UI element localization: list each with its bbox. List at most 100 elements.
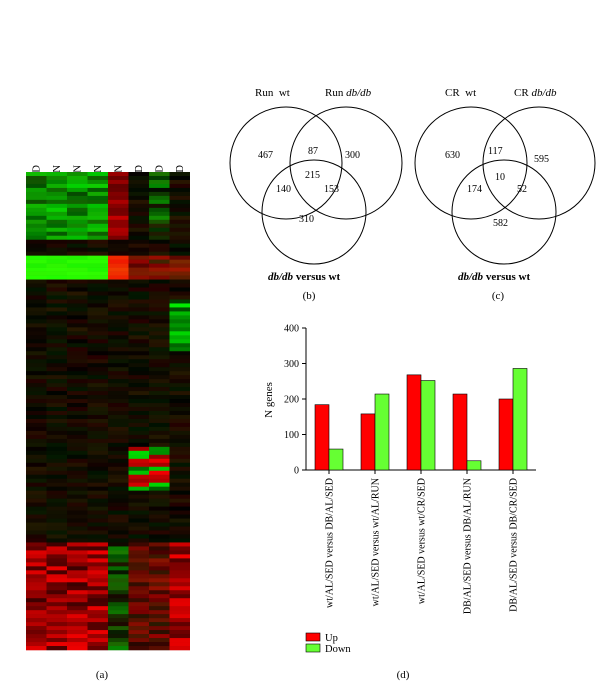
heatmap-cell: [108, 514, 129, 519]
heatmap-cell: [128, 335, 149, 340]
heatmap-cell: [46, 450, 67, 456]
heatmap-cell: [46, 614, 67, 619]
heatmap-cell: [108, 538, 129, 543]
heatmap-cell: [46, 546, 67, 551]
legend-label-down: Down: [325, 644, 351, 655]
heatmap-cell: [149, 287, 170, 292]
heatmap-cell: [108, 542, 129, 547]
heatmap-cell: [128, 387, 149, 392]
heatmap-cell: [108, 275, 129, 280]
heatmap-cell: [87, 407, 108, 412]
heatmap-cell: [26, 351, 47, 356]
heatmap-cell: [128, 546, 149, 551]
heatmap-cell: [67, 191, 88, 197]
heatmap-cell: [87, 638, 108, 643]
heatmap-cell: [67, 179, 88, 185]
heatmap-cell: [149, 311, 170, 316]
venn-c-circle-left: [414, 106, 528, 220]
heatmap-cell: [169, 418, 190, 424]
heatmap-cell: [169, 582, 190, 587]
heatmap-cell: [128, 470, 149, 476]
heatmap-cell: [26, 638, 47, 643]
heatmap-cell: [67, 323, 88, 328]
heatmap-cell: [149, 231, 170, 237]
y-tick-label: 200: [284, 395, 299, 406]
heatmap-cell: [108, 582, 129, 587]
heatmap-cell: [108, 371, 129, 376]
heatmap-cell: [108, 466, 129, 472]
heatmap-cell: [46, 646, 67, 651]
heatmap-cell: [169, 454, 190, 460]
heatmap-cell: [67, 235, 88, 241]
heatmap-cell: [26, 371, 47, 376]
heatmap-cell: [108, 267, 129, 272]
heatmap-cell: [149, 446, 170, 452]
heatmap-cell: [67, 646, 88, 651]
heatmap-cell: [67, 243, 88, 248]
heatmap-cell: [87, 239, 108, 244]
heatmap-cell: [46, 434, 67, 440]
heatmap-cell: [87, 590, 108, 595]
x-tick-label: wt/AL/SED versus DB/AL/SED: [325, 478, 336, 608]
heatmap-cell: [169, 347, 190, 352]
heatmap-cell: [26, 586, 47, 591]
heatmap-cell: [108, 287, 129, 292]
heatmap-cell: [26, 247, 47, 252]
heatmap-cell: [169, 387, 190, 392]
heatmap-cell: [46, 239, 67, 244]
heatmap-cell: [108, 610, 129, 615]
heatmap-cell: [108, 187, 129, 193]
heatmap-cell: [128, 311, 149, 316]
heatmap-cell: [169, 295, 190, 300]
heatmap-cell: [108, 482, 129, 487]
heatmap-cell: [26, 271, 47, 276]
heatmap-cell: [128, 430, 149, 436]
heatmap-cell: [46, 407, 67, 412]
heatmap-cell: [108, 299, 129, 304]
heatmap-cell: [26, 287, 47, 292]
heatmap-cell: [67, 534, 88, 539]
heatmap-cell: [26, 570, 47, 575]
heatmap-cell: [26, 458, 47, 464]
y-tick-label: 300: [284, 359, 299, 370]
heatmap-cell: [26, 275, 47, 280]
heatmap-cell: [67, 518, 88, 523]
heatmap-cell: [169, 502, 190, 507]
heatmap-cell: [26, 243, 47, 248]
heatmap-cell: [108, 375, 129, 380]
heatmap-cell: [128, 307, 149, 312]
heatmap-cell: [26, 554, 47, 559]
heatmap-cell: [67, 554, 88, 559]
heatmap-cell: [128, 542, 149, 547]
heatmap-cell: [87, 454, 108, 460]
heatmap-cell: [108, 502, 129, 507]
heatmap-cell: [46, 323, 67, 328]
heatmap-cell: [67, 187, 88, 193]
heatmap-cell: [149, 223, 170, 229]
heatmap-cell: [149, 203, 170, 209]
heatmap-cell: [128, 422, 149, 428]
heatmap-cell: [46, 251, 67, 256]
heatmap-cell: [87, 482, 108, 487]
heatmap-cell: [169, 474, 190, 480]
heatmap-cell: [108, 263, 129, 268]
heatmap-cell: [169, 518, 190, 523]
heatmap-cell: [108, 235, 129, 241]
heatmap-cell: [46, 478, 67, 483]
heatmap-cell: [46, 514, 67, 519]
heatmap-cell: [67, 379, 88, 384]
heatmap-cell: [46, 610, 67, 615]
heatmap-cell: [87, 259, 108, 264]
heatmap-cell: [87, 442, 108, 448]
heatmap-cell: [26, 231, 47, 237]
heatmap-cell: [67, 478, 88, 483]
heatmap-cell: [46, 387, 67, 392]
heatmap-cell: [128, 283, 149, 288]
heatmap-cell: [26, 315, 47, 320]
heatmap-cell: [26, 295, 47, 300]
heatmap-cell: [26, 534, 47, 539]
heatmap-cell: [67, 195, 88, 201]
heatmap-cell: [169, 319, 190, 324]
heatmap-cell: [108, 319, 129, 324]
